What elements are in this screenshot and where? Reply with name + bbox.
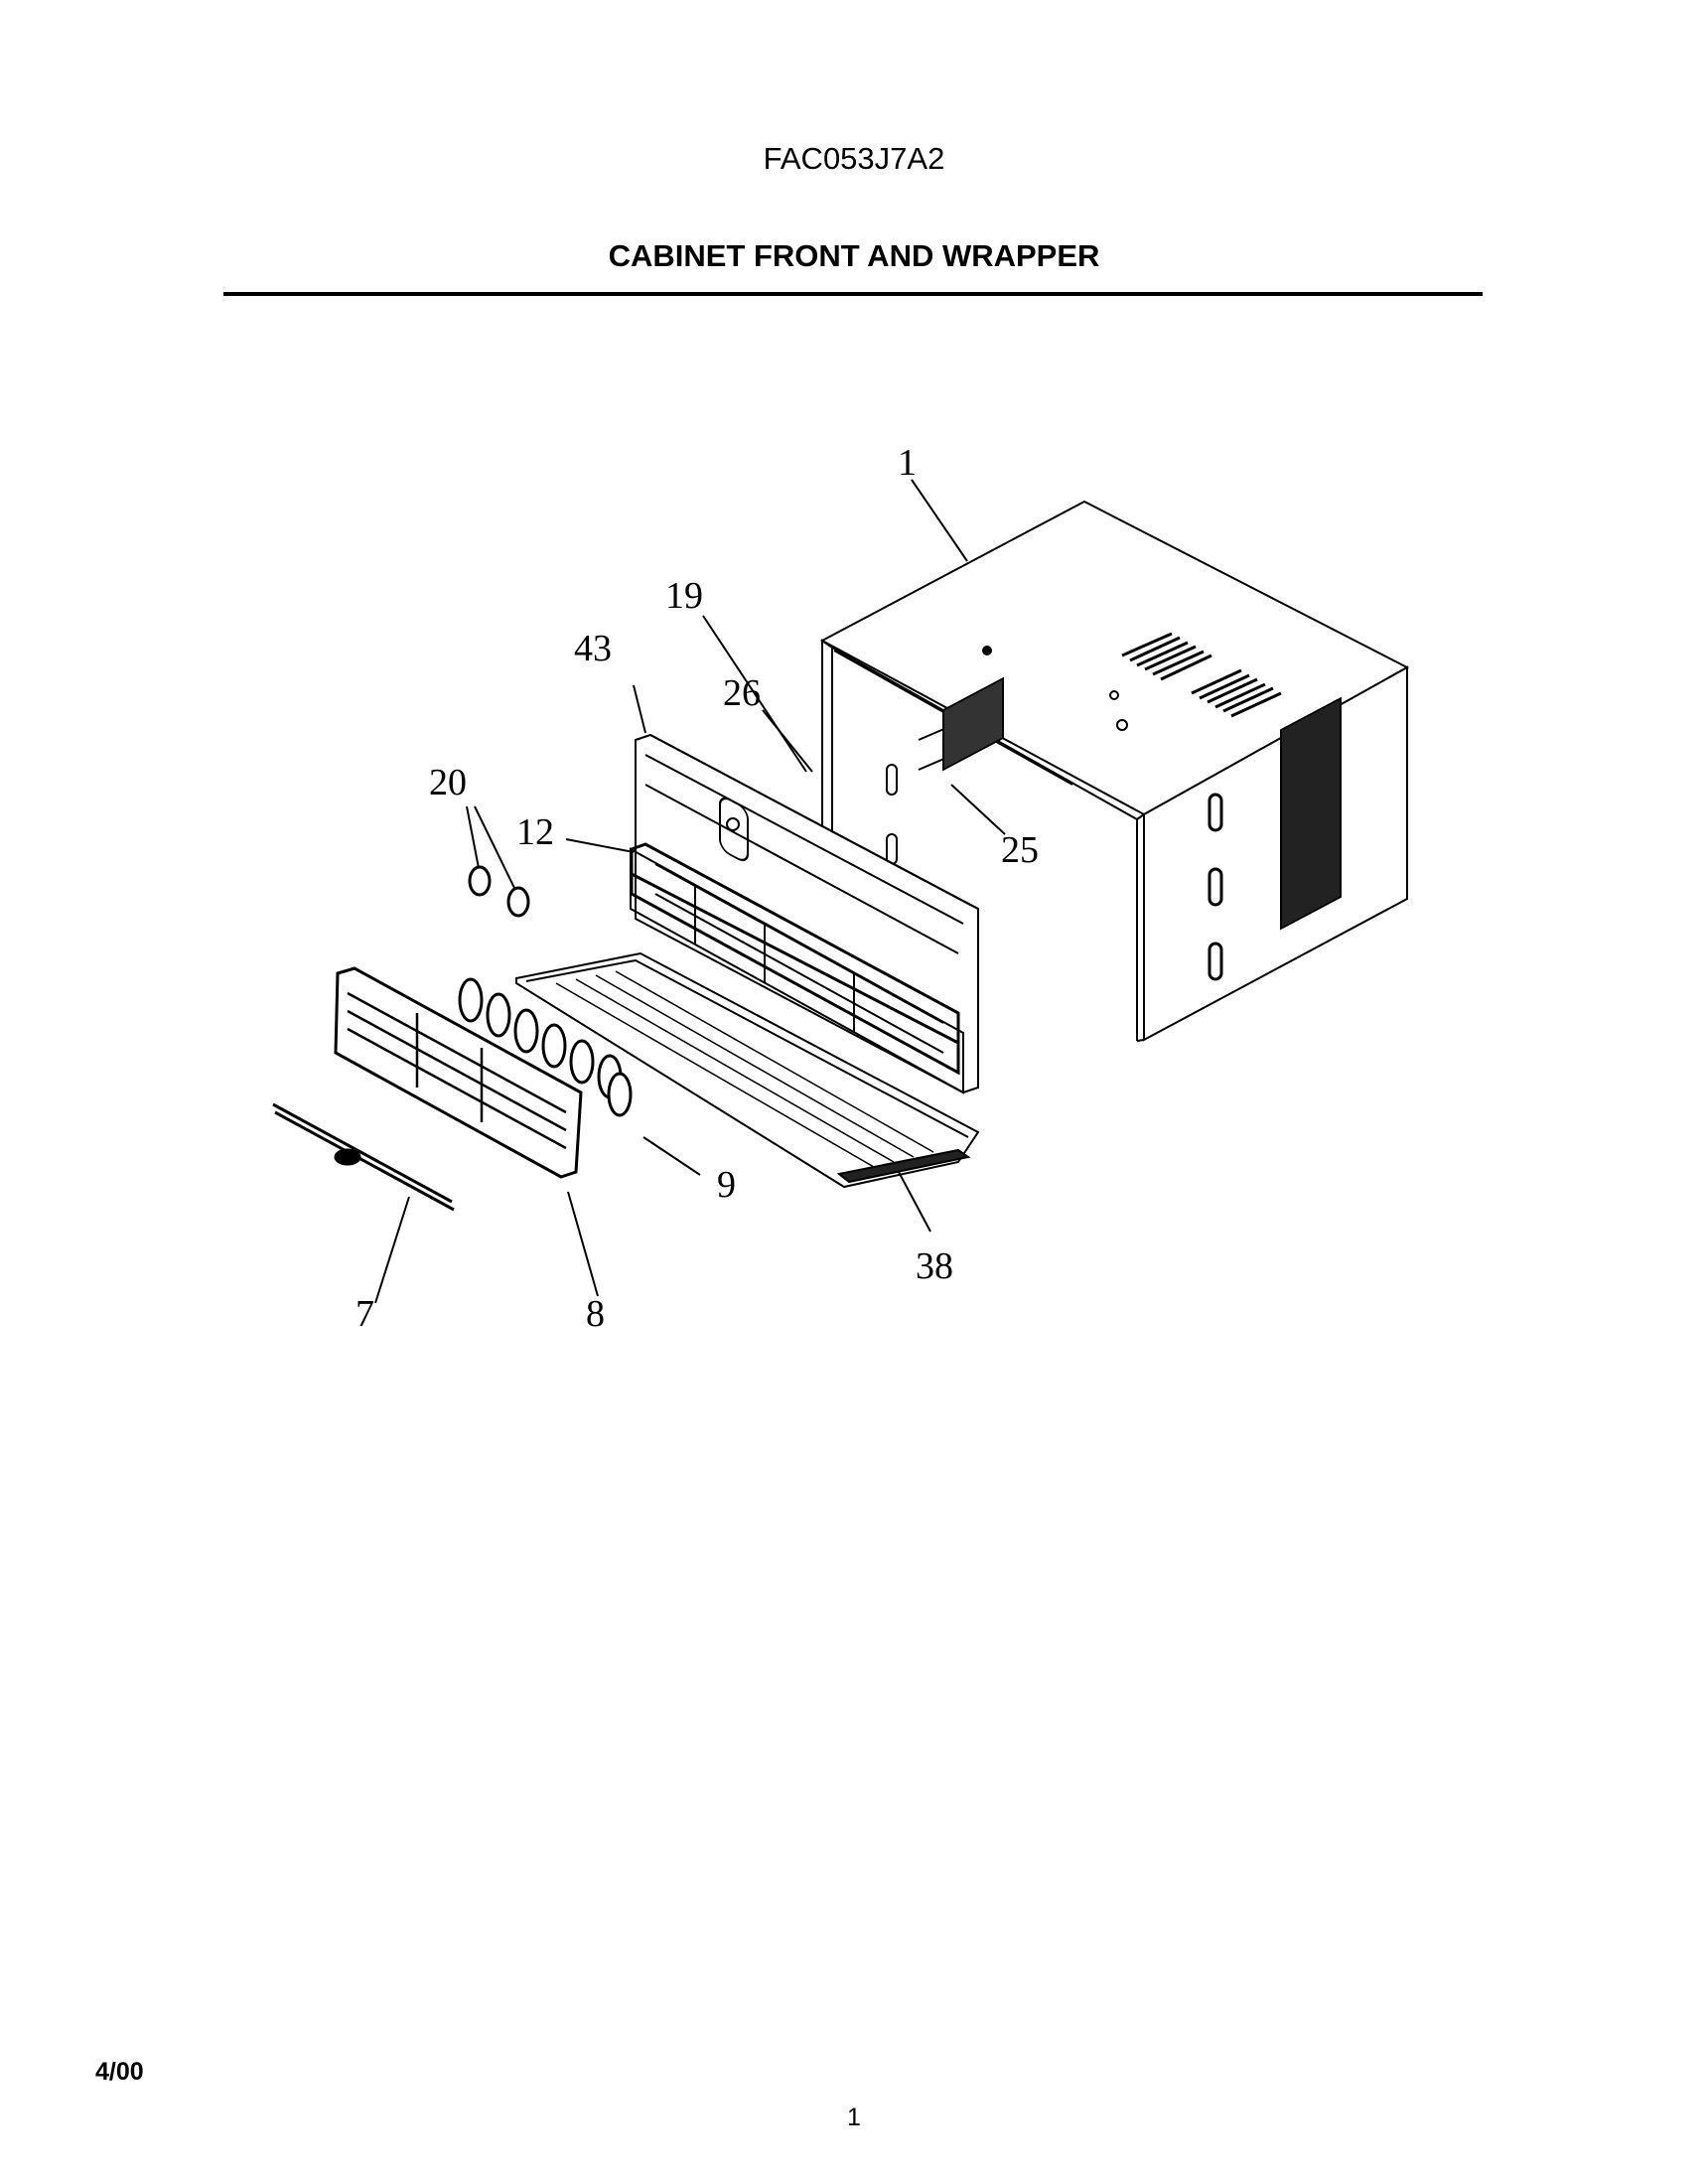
discharge-grille <box>334 966 583 1179</box>
title-rule <box>223 292 1483 296</box>
control-knobs <box>468 865 530 918</box>
callout-12: 12 <box>516 811 554 853</box>
callout-38: 38 <box>916 1245 953 1287</box>
callout-43: 43 <box>574 628 612 669</box>
callout-25: 25 <box>1001 829 1039 871</box>
page-number: 1 <box>847 2104 861 2131</box>
callout-labels: 1 19 43 26 20 12 25 9 38 7 8 <box>356 442 1039 1335</box>
callout-9: 9 <box>717 1164 736 1206</box>
revision-date: 4/00 <box>95 2058 144 2086</box>
air-filter <box>630 842 960 1076</box>
deflector-rod <box>272 1102 455 1212</box>
cabinet-wrapper <box>819 500 1410 1042</box>
callout-20: 20 <box>429 762 467 803</box>
section-title: CABINET FRONT AND WRAPPER <box>608 238 1100 273</box>
callout-7: 7 <box>356 1293 374 1335</box>
callout-26: 26 <box>723 672 761 714</box>
callout-19: 19 <box>665 575 703 617</box>
callout-8: 8 <box>586 1293 605 1335</box>
model-number: FAC053J7A2 <box>763 141 945 176</box>
cabinet-front <box>630 733 979 1094</box>
callout-1: 1 <box>898 442 917 484</box>
louver-discs <box>458 977 633 1117</box>
base-tray <box>515 951 980 1189</box>
leader-lines <box>374 479 1006 1304</box>
